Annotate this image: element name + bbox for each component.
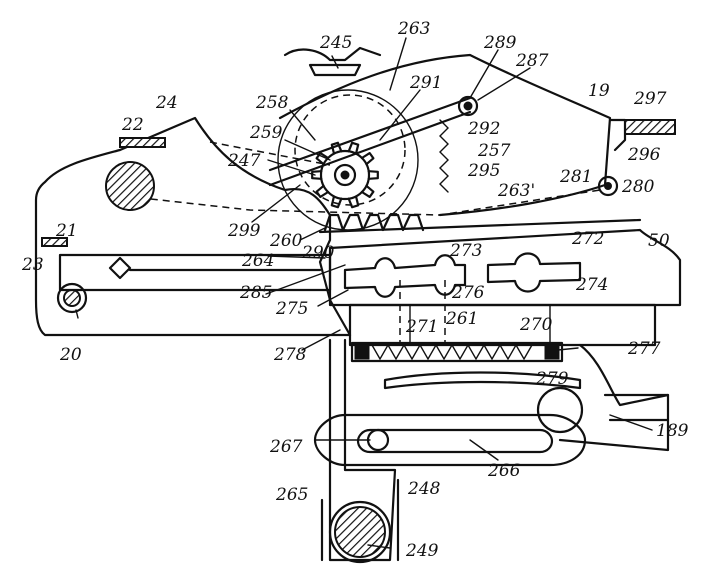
gear-tooth (330, 195, 343, 209)
label-24: 24 (155, 93, 178, 113)
upper-spring (439, 119, 449, 193)
label-285: 285 (239, 283, 272, 303)
lever-265 (328, 338, 397, 562)
label-249: 249 (405, 541, 439, 561)
frame-upper-profile (278, 53, 612, 217)
label-263-prime: 263' (497, 181, 535, 201)
label-261: 261 (445, 309, 478, 329)
pivot-280 (597, 175, 619, 197)
curved-plate-279 (383, 371, 582, 390)
gear-tooth (311, 170, 323, 180)
label-271: 271 (405, 317, 438, 337)
gear-tooth (367, 170, 379, 180)
shaft-249 (334, 506, 386, 558)
pin-267 (366, 428, 390, 452)
label-259: 259 (249, 123, 283, 143)
gear-tooth (347, 141, 360, 155)
gear-tooth (360, 152, 375, 166)
gear-tooth (315, 152, 330, 166)
dashed-link (114, 189, 601, 216)
lower-coil-spring (371, 343, 533, 361)
label-299: 299 (227, 221, 261, 241)
gear-tooth (315, 184, 330, 198)
left-shaft (105, 161, 155, 211)
label-277: 277 (627, 339, 661, 359)
label-23: 23 (21, 255, 44, 275)
gear-disc-inner (294, 94, 406, 206)
label-247: 247 (227, 151, 261, 171)
label-275: 275 (275, 299, 308, 319)
label-257: 257 (477, 141, 511, 161)
label-296: 296 (627, 145, 661, 165)
label-289: 289 (483, 33, 517, 53)
slot-272-274 (486, 252, 582, 293)
lower-spring-housing (350, 341, 564, 363)
label-276: 276 (451, 283, 485, 303)
label-279: 279 (535, 369, 569, 389)
gear-tooth (347, 195, 360, 209)
arm-189 (558, 343, 670, 452)
label-290: 290 (301, 243, 335, 263)
slide-block-50 (328, 228, 682, 307)
gear-tooth (330, 141, 343, 155)
label-50: 50 (648, 231, 670, 251)
bracket-21 (41, 237, 68, 247)
bracket-245 (283, 46, 382, 62)
label-19: 19 (588, 81, 610, 101)
label-272: 272 (571, 229, 604, 249)
frame-plate (34, 116, 352, 337)
label-245: 245 (319, 33, 352, 53)
label-258: 258 (255, 93, 289, 113)
label-267: 267 (269, 437, 303, 457)
label-297: 297 (633, 89, 667, 109)
pinion-gear (319, 149, 371, 201)
lever-arm-lower (268, 110, 472, 187)
label-291: 291 (409, 73, 442, 93)
label-280: 280 (621, 177, 655, 197)
reference-numerals: 245 263 289 287 19 297 22 24 258 291 259… (21, 19, 689, 561)
bracket-297 (624, 119, 676, 135)
label-295: 295 (467, 161, 500, 181)
label-20: 20 (59, 345, 82, 365)
slot-273-276 (343, 254, 467, 298)
label-278: 278 (273, 345, 307, 365)
label-270: 270 (519, 315, 553, 335)
label-22: 22 (121, 115, 144, 135)
label-266: 266 (487, 461, 521, 481)
leader-lines (75, 37, 653, 549)
slotted-link-266 (313, 413, 587, 467)
label-264: 264 (241, 251, 274, 271)
bracket-24 (119, 137, 166, 148)
pin-20 (56, 282, 88, 314)
rack-bar (318, 218, 642, 234)
label-263: 263 (397, 19, 430, 39)
pivot-287 (457, 95, 479, 117)
label-260: 260 (269, 231, 303, 251)
rack-teeth (323, 213, 425, 232)
gear-tooth (360, 184, 375, 198)
label-292: 292 (467, 119, 500, 139)
label-265: 265 (275, 485, 308, 505)
label-21: 21 (55, 221, 78, 241)
label-273: 273 (449, 241, 482, 261)
label-189: 189 (656, 421, 689, 441)
label-287: 287 (515, 51, 549, 71)
pinion-gear-teeth (311, 141, 379, 209)
lower-housing (348, 303, 657, 347)
label-281: 281 (559, 167, 592, 187)
label-274: 274 (575, 275, 608, 295)
label-248: 248 (407, 479, 441, 499)
lever-arm (268, 96, 472, 172)
